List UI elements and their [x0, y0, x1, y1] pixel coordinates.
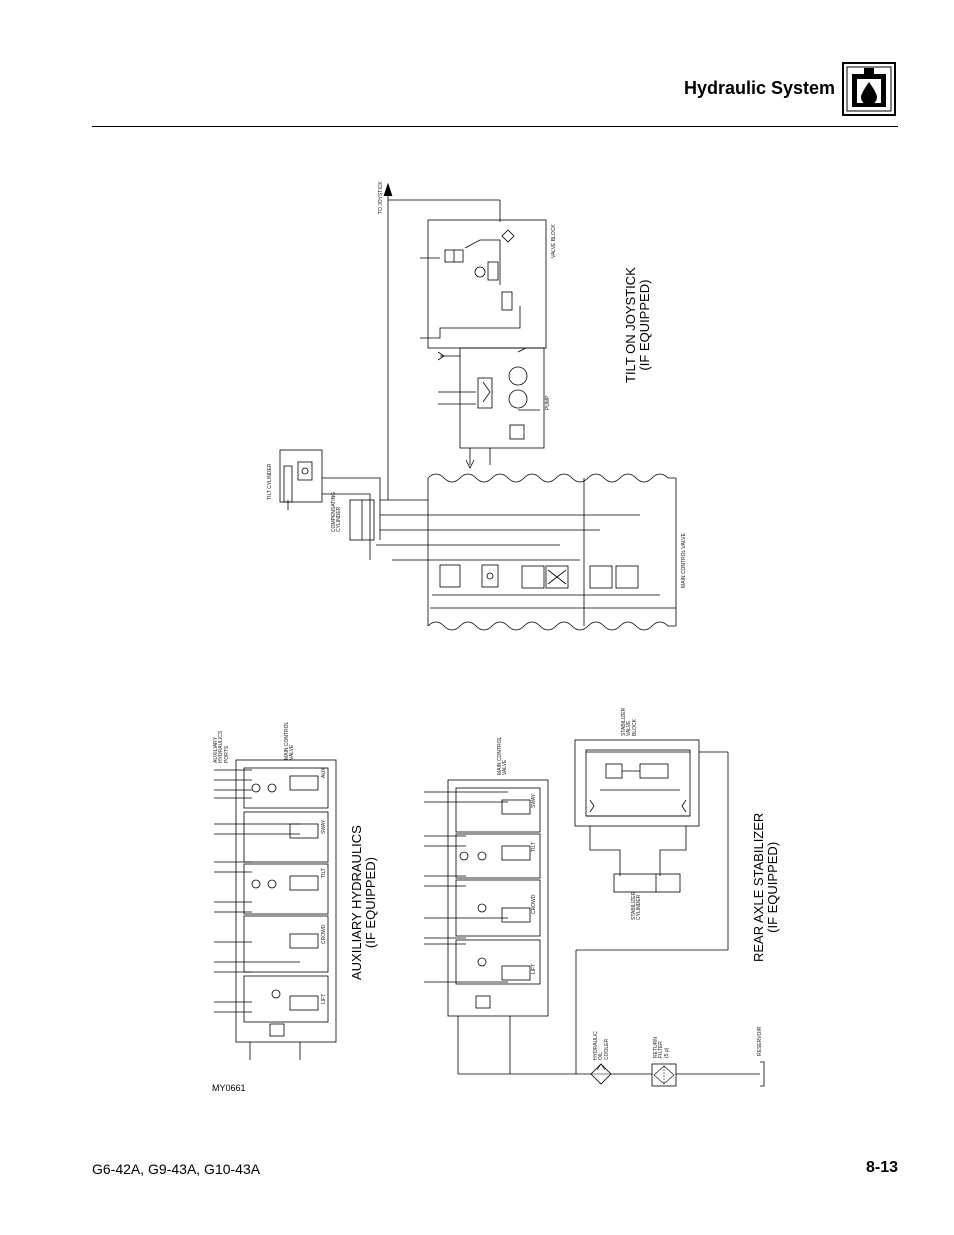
tilt-on-joystick-title: TILT ON JOYSTICK (IF EQUIPPED) [623, 267, 652, 383]
lift-section-label-2: LIFT [531, 963, 537, 974]
aux-main-control-valve-label: MAIN CONTROL VALVE [284, 721, 296, 760]
aux-section-label: AUX [321, 767, 327, 778]
stabilizer-valve-block-label: STABILIZER VALVE BLOCK [621, 707, 638, 736]
page-title: Hydraulic System [684, 78, 836, 98]
lift-section-label: LIFT [321, 993, 327, 1004]
tilt-cylinder [279, 449, 381, 560]
valve-block-label: VALVE BLOCK [551, 224, 557, 258]
crowd-section-label: CROWD [321, 924, 327, 944]
page-number: 8-13 [866, 1159, 899, 1176]
crowd-section-label-2: CROWD [531, 894, 537, 914]
to-joystick-label: TO JOYSTICK [378, 181, 384, 214]
tilt-section-label-2: TILT [531, 842, 537, 852]
return-filter-label: RETURN FILTER (5 μ) [653, 1037, 670, 1058]
main-control-valve-middle [424, 779, 549, 1017]
rear-axle-stabilizer-title: REAR AXLE STABILIZER (IF EQUIPPED) [751, 812, 780, 962]
valve-block [383, 182, 547, 500]
compensating-cylinder-label: COMPENSATING CYLINDER [331, 491, 343, 532]
sway-section-label: SWAY [321, 819, 327, 834]
reservoir-label: RESERVOIR [757, 1026, 763, 1056]
hydraulic-system-icon [842, 62, 896, 116]
header-divider [92, 126, 898, 127]
footer-models: G6-42A, G9-43A, G10-43A [92, 1161, 261, 1177]
tilt-section-label: TILT [321, 868, 327, 878]
return-filter-symbol [651, 1063, 677, 1087]
pump-assembly [437, 347, 545, 469]
sway-section-label-2: SWAY [531, 793, 537, 808]
tilt-cylinder-label: TILT CYLINDER [267, 463, 273, 501]
compensating-cylinder [349, 499, 375, 541]
pump-label: PUMP [545, 395, 551, 410]
stabilizer-cylinder-label: STABILIZER CYLINDER [631, 891, 643, 920]
return-line [249, 950, 765, 1087]
middle-main-control-valve-label: MAIN CONTROL VALVE [497, 736, 509, 775]
main-control-valve-top [376, 473, 677, 631]
stabilizer-valve-block [574, 739, 729, 951]
main-control-valve-label: MAIN CONTROL VALVE [681, 533, 687, 588]
oil-cooler-label: HYDRAULIC OIL COOLER [593, 1031, 610, 1060]
aux-ports-label: AUXILIARY HYDRAULICS PORTS [213, 730, 230, 763]
oil-cooler-symbol [590, 1063, 612, 1085]
figure-reference: MY0661 [212, 1083, 246, 1093]
aux-main-control-valve [214, 759, 337, 1043]
stabilizer-cylinder [613, 873, 681, 893]
auxiliary-hydraulics-title: AUXILIARY HYDRAULICS (IF EQUIPPED) [349, 825, 378, 980]
